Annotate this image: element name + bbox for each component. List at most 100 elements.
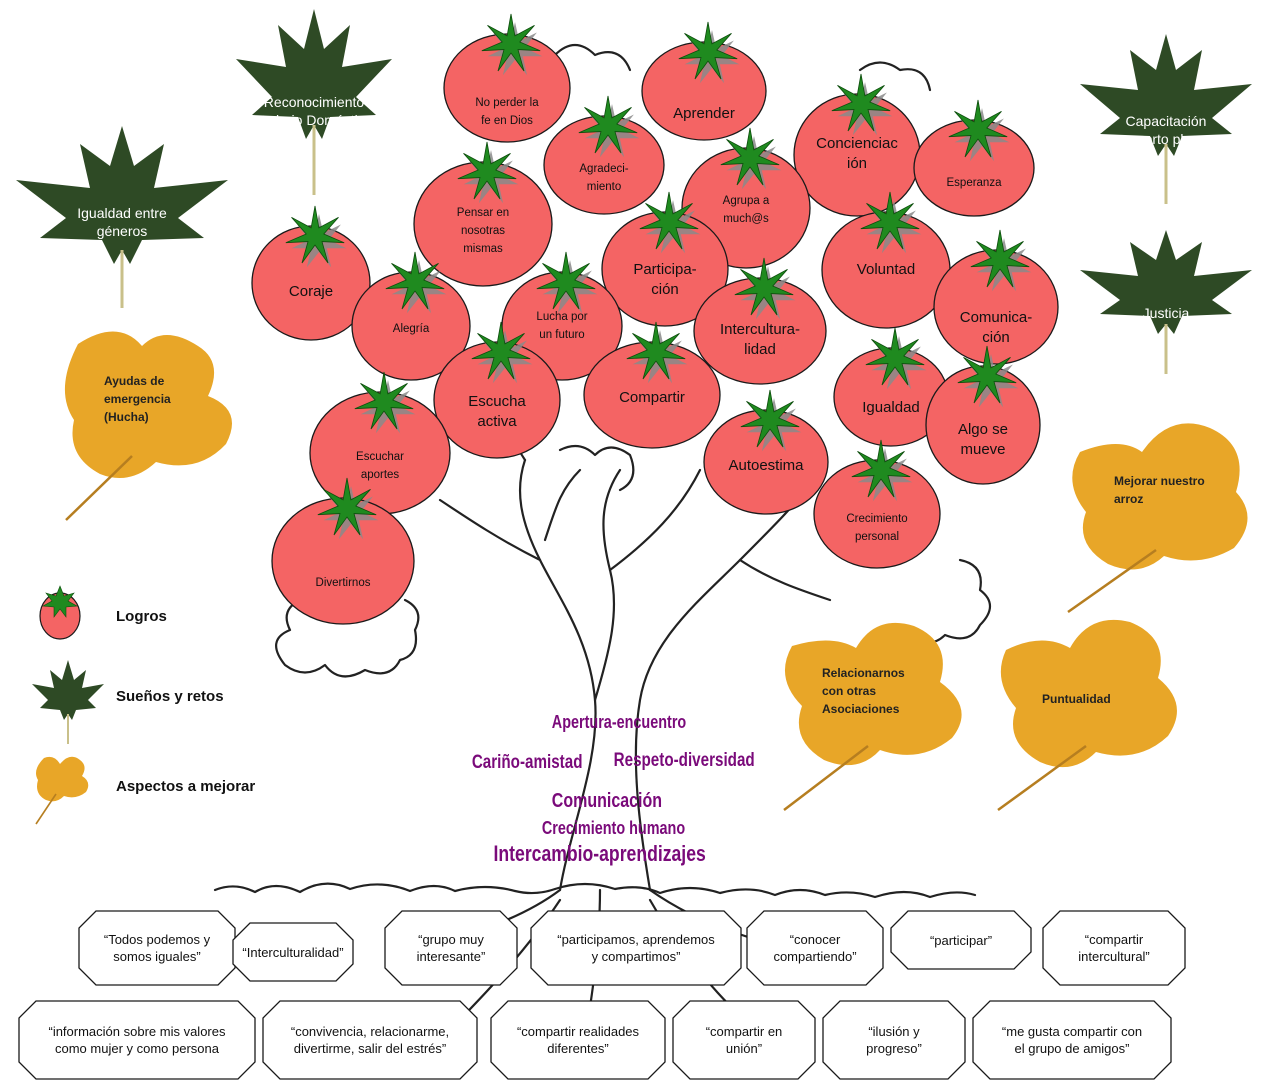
quote-line: “información sobre mis valores <box>48 1024 226 1039</box>
octagon-shape <box>746 910 884 986</box>
quote-line: diferentes” <box>547 1041 609 1056</box>
octagon-shape <box>1042 910 1186 986</box>
legend-suenos-label: Sueños y retos <box>116 688 224 705</box>
tomato-label: Aprender <box>640 104 768 124</box>
leaf-line: emergencia <box>104 392 171 406</box>
tomato-label-line: Participa- <box>633 261 697 278</box>
tomato-icon <box>443 13 571 143</box>
tomato-icon <box>601 191 729 327</box>
tomato-label-line: Voluntad <box>856 261 916 278</box>
quote-line: “conocer <box>789 932 841 947</box>
tomato-label-line: Concienciac <box>816 135 898 152</box>
tomato-label: Alegría <box>350 320 472 338</box>
leaf-line: Relacionarnos <box>822 666 905 680</box>
quote-line: progreso” <box>866 1041 922 1056</box>
tomato-icon <box>793 73 921 217</box>
tomato-label: Esperanza <box>912 174 1036 192</box>
quote-line: interesante” <box>416 949 486 964</box>
tomato-label-line: Igualdad <box>862 399 920 416</box>
tomato-autoestima: Autoestima <box>702 388 830 516</box>
leaf-line: Reconocimiento <box>263 94 365 110</box>
leaf-reconocimiento: Reconocimiento Trabajo Doméstico <box>230 5 398 195</box>
tomato-label: Agradeci-miento <box>542 160 666 196</box>
quote-line: somos iguales” <box>113 949 201 964</box>
tomato-label-line: Intercultura- <box>719 321 801 338</box>
leaf-line: Trabajo Doméstico <box>255 112 373 128</box>
quote-line: “Todos podemos y <box>103 932 211 947</box>
tomato-icon <box>583 321 721 449</box>
trunk-word-respeto: Respeto-diversidad <box>613 750 755 771</box>
leaf-justicia: Justicia <box>1072 224 1260 374</box>
leaf-line: a corto plazo <box>1125 131 1207 147</box>
quote-intercult: “Interculturalidad” <box>232 922 354 982</box>
tomato-comunicacion: Comunica-ción <box>932 228 1060 366</box>
trunk-word-comunicacion: Comunicación <box>551 790 663 812</box>
tomato-agradecimiento: Agradeci-miento <box>542 94 666 216</box>
tomato-label-line: mueve <box>960 441 1006 458</box>
green-leaf-icon <box>1080 230 1252 374</box>
legend-tomato-icon <box>39 585 81 640</box>
tomato-icon <box>821 191 951 329</box>
leaf-puntualidad: Puntualidad <box>992 606 1192 812</box>
tomato-alegria: Alegría <box>350 250 472 382</box>
leaf-line: arroz <box>1114 492 1144 506</box>
leaf-line: (Hucha) <box>104 410 149 424</box>
tomato-icon <box>925 345 1041 485</box>
tomato-icon <box>641 21 767 141</box>
leaf-relacionarnos: Relacionarnos con otras Asociaciones <box>772 606 980 812</box>
quote-line: “ilusión y <box>868 1024 920 1039</box>
tomato-label: Coraje <box>250 282 372 302</box>
tomato-label-line: Pensar en <box>456 207 510 219</box>
tomato-divertirnos: Divertirnos <box>270 476 416 626</box>
quote-line: como mujer y como persona <box>54 1041 219 1056</box>
tomato-label: Comunica-ción <box>932 308 1060 348</box>
tomato-icon <box>251 205 371 341</box>
leaf-ayudas: Ayudas de emergencia (Hucha) <box>48 316 248 522</box>
tomato-participacion: Participa-ción <box>600 190 730 328</box>
tomato-label-line: ción <box>651 281 679 298</box>
green-leaf-icon <box>1080 34 1252 204</box>
quote-text: “compartir realidades diferentes” <box>490 1023 666 1057</box>
leaf-line: Asociaciones <box>822 702 900 716</box>
octagon-shape <box>822 1000 966 1080</box>
quote-line: “compartir realidades <box>516 1024 640 1039</box>
trunk-word-intercambio: Intercambio-aprendizajes <box>493 841 706 866</box>
leaf-line: Capacitación <box>1125 113 1207 129</box>
quote-line: intercultural” <box>1078 949 1150 964</box>
legend-suenos: Sueños y retos <box>30 658 250 744</box>
green-leaf-icon <box>236 9 392 195</box>
tomato-label-line: fe en Dios <box>481 115 533 127</box>
quote-text: “participar” <box>890 932 1032 949</box>
leaf-text: Relacionarnos con otras Asociaciones <box>822 664 980 718</box>
tomato-label-line: mismas <box>463 243 503 255</box>
tomato-label-line: Autoestima <box>728 457 804 474</box>
tomato-label-line: Esperanza <box>946 177 1002 189</box>
octagon-shape <box>490 1000 666 1080</box>
tomato-icon <box>271 477 415 625</box>
quote-line: divertirme, salir del estrés” <box>293 1041 447 1056</box>
tomato-label: Divertirnos <box>270 574 416 592</box>
quote-text: “Interculturalidad” <box>232 944 354 961</box>
quote-participar: “participar” <box>890 910 1032 970</box>
tomato-label-line: miento <box>586 181 622 193</box>
tomato-label: Igualdad <box>832 398 950 418</box>
tomato-icon <box>309 371 451 515</box>
leaf-arroz: Mejorar nuestro arroz <box>1060 408 1264 614</box>
leaf-line: con otras <box>822 684 877 698</box>
octagon-shape <box>232 922 354 982</box>
leaf-line: Justicia <box>1142 305 1190 321</box>
leaf-text: Ayudas de emergencia (Hucha) <box>104 372 248 426</box>
